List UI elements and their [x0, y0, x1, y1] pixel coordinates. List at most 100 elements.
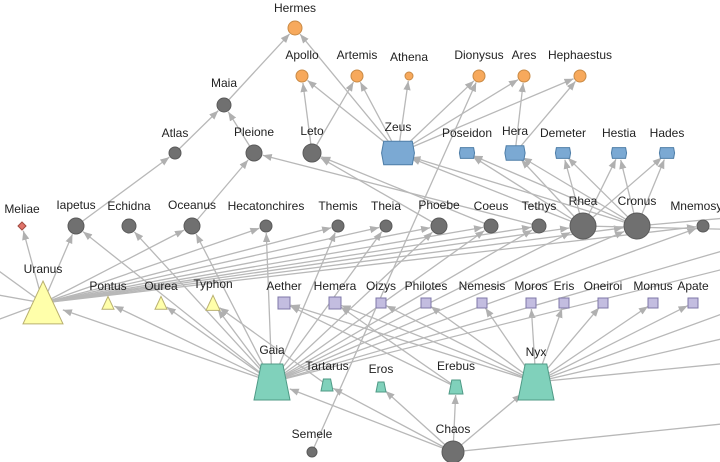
triangle-shape[interactable] — [154, 295, 168, 310]
node-leto[interactable]: Leto — [300, 124, 324, 163]
trapezoid-shape[interactable] — [448, 379, 464, 395]
node-oizys[interactable]: Oizys — [366, 279, 396, 309]
node-theia[interactable]: Theia — [371, 199, 401, 233]
circle-shape[interactable] — [483, 218, 499, 234]
circle-shape[interactable] — [696, 219, 710, 233]
square-shape[interactable] — [558, 297, 570, 309]
square-shape[interactable] — [687, 297, 699, 309]
circle-shape[interactable] — [472, 69, 486, 83]
circle-shape[interactable] — [295, 69, 309, 83]
node-phoebe[interactable]: Phoebe — [418, 198, 460, 235]
circle-shape[interactable] — [404, 71, 414, 81]
node-pontus[interactable]: Pontus — [89, 279, 127, 310]
node-apate[interactable]: Apate — [677, 279, 709, 309]
node-erebus[interactable]: Erebus — [437, 359, 475, 395]
node-hephaestus[interactable]: Hephaestus — [548, 48, 612, 83]
circle-shape[interactable] — [350, 69, 364, 83]
node-nemesis[interactable]: Nemesis — [459, 279, 506, 309]
circle-shape[interactable] — [121, 218, 137, 234]
node-moros[interactable]: Moros — [514, 279, 548, 309]
node-eris[interactable]: Eris — [554, 279, 575, 309]
hexagon-shape[interactable] — [610, 147, 628, 159]
square-shape[interactable] — [597, 297, 609, 309]
circle-shape[interactable] — [306, 446, 318, 458]
node-cronus[interactable]: Cronus — [618, 194, 657, 240]
triangle-shape[interactable] — [22, 279, 64, 325]
circle-shape[interactable] — [259, 219, 273, 233]
node-momus[interactable]: Momus — [633, 279, 673, 309]
node-hecatonchires[interactable]: Hecatonchires — [228, 199, 305, 233]
node-aether[interactable]: Aether — [266, 279, 302, 310]
square-shape[interactable] — [328, 296, 342, 310]
hexagon-shape[interactable] — [658, 147, 676, 159]
circle-shape[interactable] — [441, 440, 465, 462]
square-shape[interactable] — [375, 297, 387, 309]
hexagon-shape[interactable] — [381, 140, 415, 166]
circle-shape[interactable] — [302, 143, 322, 163]
hexagon-shape[interactable] — [458, 147, 476, 159]
hexagon-shape[interactable] — [554, 147, 572, 159]
node-artemis[interactable]: Artemis — [337, 48, 378, 83]
node-nyx[interactable]: Nyx — [517, 345, 555, 401]
node-oneiroi[interactable]: Oneiroi — [584, 279, 623, 309]
circle-shape[interactable] — [168, 146, 182, 160]
node-coeus[interactable]: Coeus — [474, 199, 509, 234]
node-ares[interactable]: Ares — [512, 48, 537, 83]
square-shape[interactable] — [277, 296, 291, 310]
circle-shape[interactable] — [216, 97, 232, 113]
hexagon-shape[interactable] — [504, 145, 526, 161]
node-hades[interactable]: Hades — [650, 126, 685, 159]
node-iapetus[interactable]: Iapetus — [56, 198, 96, 235]
circle-shape[interactable] — [531, 218, 547, 234]
node-mnemosyne[interactable]: Mnemosyne — [670, 199, 720, 233]
circle-shape[interactable] — [379, 219, 393, 233]
node-chaos[interactable]: Chaos — [436, 422, 471, 462]
node-uranus[interactable]: Uranus — [22, 262, 64, 325]
node-gaia[interactable]: Gaia — [253, 343, 291, 401]
node-semele[interactable]: Semele — [292, 427, 333, 458]
trapezoid-shape[interactable] — [253, 363, 291, 401]
node-hestia[interactable]: Hestia — [602, 126, 636, 159]
circle-shape[interactable] — [569, 212, 597, 240]
square-shape[interactable] — [647, 297, 659, 309]
circle-shape[interactable] — [245, 144, 263, 162]
node-demeter[interactable]: Demeter — [540, 126, 586, 159]
diamond-shape[interactable] — [17, 221, 27, 231]
circle-shape[interactable] — [430, 217, 448, 235]
node-rhea[interactable]: Rhea — [569, 194, 598, 240]
trapezoid-shape[interactable] — [375, 381, 387, 393]
node-oceanus[interactable]: Oceanus — [168, 198, 216, 235]
node-dionysus[interactable]: Dionysus — [454, 48, 504, 83]
square-shape[interactable] — [525, 297, 537, 309]
node-ourea[interactable]: Ourea — [144, 279, 178, 310]
node-philotes[interactable]: Philotes — [405, 279, 448, 309]
circle-shape[interactable] — [287, 20, 303, 36]
circle-shape[interactable] — [517, 69, 531, 83]
node-maia[interactable]: Maia — [211, 76, 237, 113]
node-pleione[interactable]: Pleione — [234, 125, 274, 162]
node-tethys[interactable]: Tethys — [522, 199, 557, 234]
triangle-shape[interactable] — [101, 295, 115, 310]
node-zeus[interactable]: Zeus — [381, 120, 415, 166]
trapezoid-shape[interactable] — [320, 378, 334, 392]
node-atlas[interactable]: Atlas — [162, 126, 189, 160]
triangle-shape[interactable] — [205, 294, 221, 311]
circle-shape[interactable] — [67, 217, 85, 235]
square-shape[interactable] — [476, 297, 488, 309]
node-echidna[interactable]: Echidna — [107, 199, 151, 234]
node-apollo[interactable]: Apollo — [285, 48, 319, 83]
circle-shape[interactable] — [183, 217, 201, 235]
node-poseidon[interactable]: Poseidon — [442, 126, 492, 159]
square-shape[interactable] — [420, 297, 432, 309]
node-themis[interactable]: Themis — [318, 199, 358, 233]
circle-shape[interactable] — [573, 69, 587, 83]
node-athena[interactable]: Athena — [390, 50, 428, 81]
node-hemera[interactable]: Hemera — [314, 279, 357, 310]
node-eros[interactable]: Eros — [369, 362, 394, 393]
circle-shape[interactable] — [331, 219, 345, 233]
trapezoid-shape[interactable] — [517, 363, 555, 401]
node-hera[interactable]: Hera — [502, 124, 528, 161]
node-tartarus[interactable]: Tartarus — [305, 359, 349, 392]
node-typhon[interactable]: Typhon — [193, 277, 233, 311]
circle-shape[interactable] — [623, 212, 651, 240]
